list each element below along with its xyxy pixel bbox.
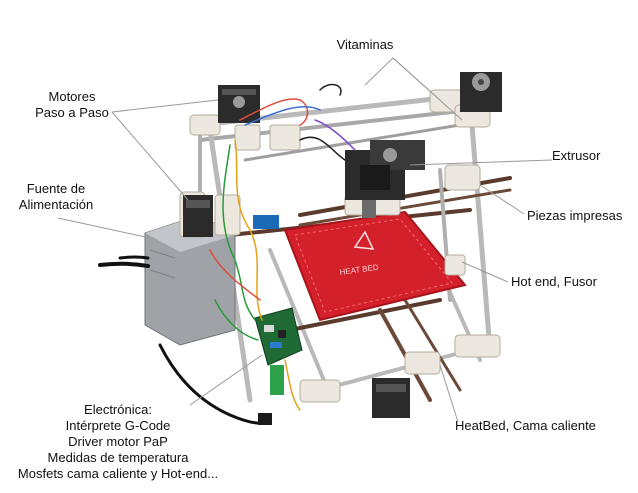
label-motores-line-2: Paso a Paso	[35, 105, 109, 120]
label-electronica-line-4: Medidas de temperatura	[47, 450, 189, 465]
label-motores-line-1: Motores	[48, 89, 96, 104]
power-cables	[98, 255, 272, 425]
stepper-motor-top-left	[218, 85, 260, 123]
label-motores: Motores Paso a Paso	[22, 89, 122, 121]
label-heatbed: HeatBed, Cama caliente	[455, 418, 596, 434]
leader-lines	[57, 57, 553, 423]
label-fuente-line-1: Fuente de	[26, 181, 86, 196]
wiring-bundle	[209, 83, 356, 411]
label-fuente-line-2: Alimentación	[18, 197, 94, 212]
label-vitaminas: Vitaminas	[326, 37, 404, 53]
stepper-motor-top-right	[460, 72, 502, 112]
label-heatbed-text: HeatBed, Cama caliente	[455, 418, 596, 433]
label-hotend: Hot end, Fusor	[511, 274, 597, 290]
label-electronica-line-1: Electrónica:	[84, 402, 152, 417]
label-extrusor: Extrusor	[552, 148, 600, 164]
stepper-motor-bottom	[372, 378, 410, 418]
label-vitaminas-text: Vitaminas	[336, 37, 394, 52]
label-electronica: Electrónica: Intérprete G-Code Driver mo…	[4, 402, 232, 482]
label-extrusor-text: Extrusor	[552, 148, 601, 163]
stepper-motor-left	[183, 195, 213, 237]
label-hotend-text: Hot end, Fusor	[511, 274, 597, 289]
stepper-motors	[183, 72, 502, 418]
label-electronica-line-3: Driver motor PaP	[68, 434, 168, 449]
label-electronica-line-2: Intérprete G-Code	[65, 418, 171, 433]
heatbed-plate: HEAT BED	[283, 210, 467, 322]
label-electronica-line-5: Mosfets cama caliente y Hot-end...	[17, 466, 219, 481]
label-fuente: Fuente de Alimentación	[4, 181, 108, 213]
label-piezas: Piezas impresas	[527, 208, 622, 224]
electronics-board	[253, 215, 303, 395]
label-piezas-text: Piezas impresas	[527, 208, 623, 223]
